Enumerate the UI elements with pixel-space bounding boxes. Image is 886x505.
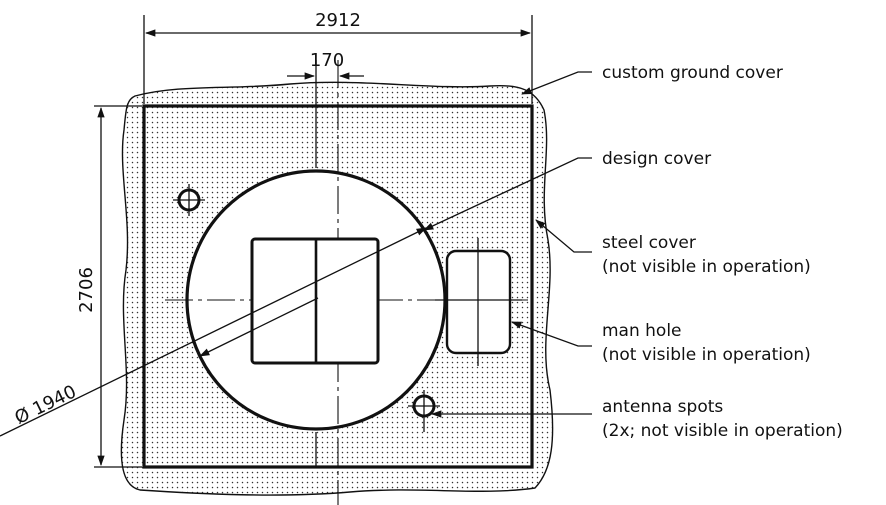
steel-cover-label: steel cover xyxy=(602,233,696,253)
height-dimension: 2706 xyxy=(76,105,142,468)
width-dimension-label: 2912 xyxy=(315,10,361,31)
steel-cover-note: (not visible in operation) xyxy=(602,257,811,277)
antenna-spot-top-left xyxy=(173,184,205,216)
diameter-dimension-label: Ø 1940 xyxy=(11,381,79,429)
man-hole-label: man hole xyxy=(602,321,682,341)
man-hole-note: (not visible in operation) xyxy=(602,345,811,365)
antenna-note: (2x; not visible in operation) xyxy=(602,421,843,441)
steel-cover-leader xyxy=(535,219,592,253)
height-dimension-label: 2706 xyxy=(76,267,97,313)
width-dimension: 2912 xyxy=(143,10,533,104)
design-cover-label: design cover xyxy=(602,149,711,169)
ground-cover-leader xyxy=(521,71,592,95)
offset-dimension-label: 170 xyxy=(310,50,344,71)
man-hole-leader xyxy=(511,321,592,347)
antenna-label: antenna spots xyxy=(602,397,723,417)
offset-dimension: 170 xyxy=(287,50,364,80)
ground-cover-label: custom ground cover xyxy=(602,63,783,83)
antenna-spot-bottom xyxy=(408,390,440,432)
design-cover-leader xyxy=(423,157,592,231)
